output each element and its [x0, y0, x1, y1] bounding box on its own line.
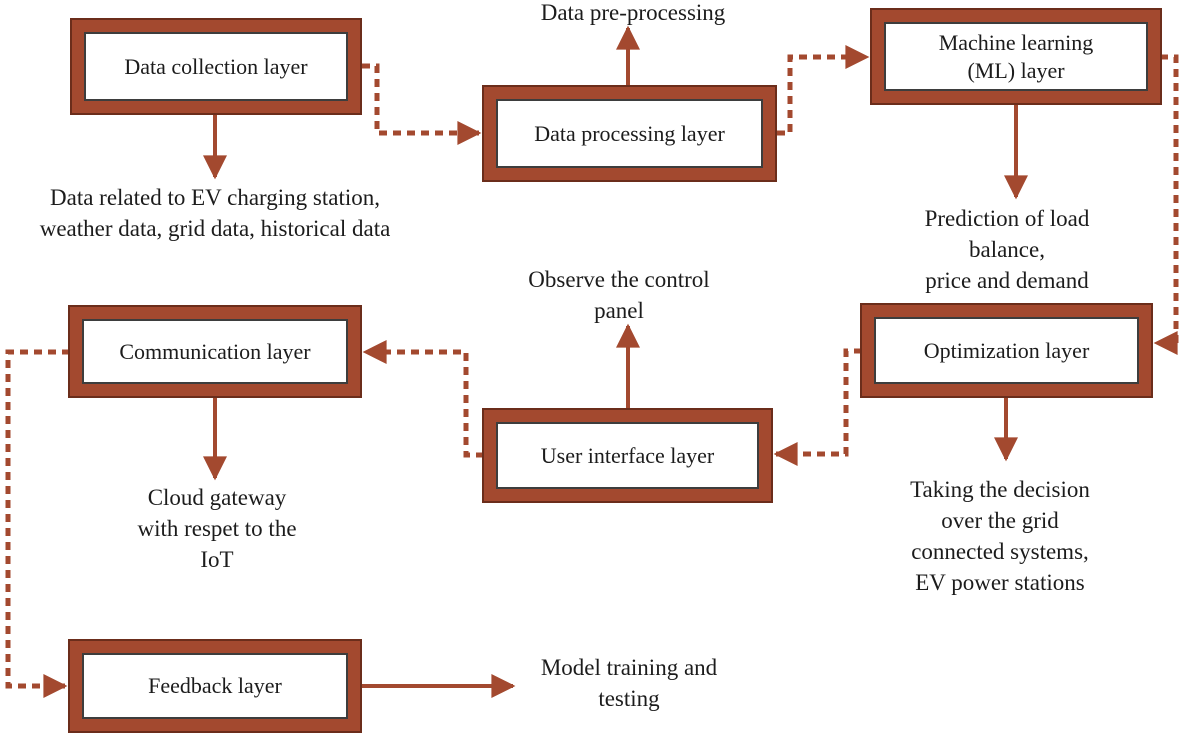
box-feedback-layer-label: Feedback layer — [148, 673, 282, 698]
box-feedback-layer-inner: Feedback layer — [82, 653, 348, 719]
box-optimization-layer-label: Optimization layer — [923, 337, 1090, 363]
note-feedback-output: Model training and testing — [540, 655, 718, 711]
box-communication-layer: Communication layer — [68, 305, 362, 398]
box-machine-learning-layer-label: Machine learning (ML) layer — [938, 29, 1094, 83]
box-data-processing-layer-label: Data processing layer — [534, 120, 725, 146]
box-feedback-layer: Feedback layer — [68, 639, 362, 733]
connector-optimization-to-ui — [773, 348, 862, 467]
connector-ui-to-communication — [362, 339, 484, 458]
note-ml-output: Prediction of load balance, price and de… — [924, 206, 1090, 293]
box-data-processing-layer: Data processing layer — [482, 85, 777, 182]
note-optimization-output: Taking the decision over the grid connec… — [910, 477, 1090, 595]
connector-collection-to-processing — [362, 63, 482, 146]
note-ui-output: Observe the control panel — [528, 267, 710, 323]
box-machine-learning-layer: Machine learning (ML) layer — [870, 8, 1162, 105]
connector-communication-to-feedback — [5, 349, 70, 699]
note-data-pre-processing: Data pre-processing — [540, 0, 726, 25]
note-collection-output: Data related to EV charging station, wea… — [39, 185, 391, 241]
box-data-collection-layer-label: Data collection layer — [124, 53, 308, 79]
connector-ml-to-optimization — [1153, 54, 1179, 356]
note-communication-output: Cloud gateway with respet to the IoT — [137, 485, 297, 572]
box-optimization-layer: Optimization layer — [860, 303, 1153, 398]
connector-processing-to-ml — [777, 44, 870, 136]
box-user-interface-layer-inner: User interface layer — [496, 422, 759, 489]
box-user-interface-layer-label: User interface layer — [540, 442, 715, 468]
box-communication-layer-inner: Communication layer — [82, 319, 348, 384]
box-user-interface-layer: User interface layer — [482, 408, 773, 503]
box-communication-layer-label: Communication layer — [119, 338, 311, 364]
box-optimization-layer-inner: Optimization layer — [874, 317, 1139, 384]
box-data-collection-layer: Data collection layer — [70, 18, 362, 115]
box-data-collection-layer-inner: Data collection layer — [84, 32, 348, 101]
box-data-processing-layer-inner: Data processing layer — [496, 99, 763, 168]
box-machine-learning-layer-inner: Machine learning (ML) layer — [884, 22, 1148, 91]
